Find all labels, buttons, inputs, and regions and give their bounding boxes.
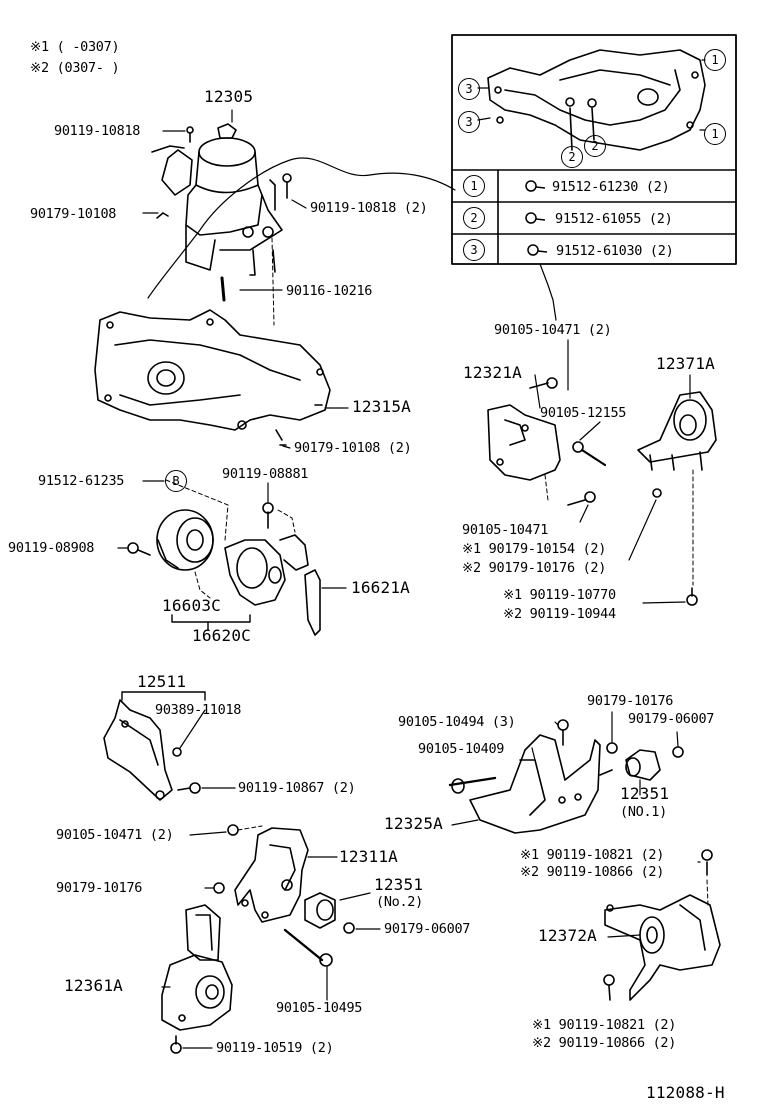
label-90119-10867: 90119-10867 (2)	[238, 780, 356, 796]
label-90105-10471-mid: 90105-10471	[462, 522, 549, 538]
engine-mount-12305-drawing	[151, 123, 292, 326]
drawing-id: 112088-H	[646, 1083, 725, 1102]
label-91512-61235: 91512-61235	[38, 473, 125, 489]
callout-1b: 1	[704, 123, 726, 145]
label-16621A: 16621A	[351, 578, 410, 597]
label-90119-10866-a: ※2 90119-10866 (2)	[520, 864, 665, 880]
callout-3a: 3	[458, 78, 480, 100]
label-90119-10821-b: ※1 90119-10821 (2)	[532, 1017, 677, 1033]
label-90119-10770: ※1 90119-10770	[503, 587, 616, 603]
label-90116-10216: 90116-10216	[286, 283, 373, 299]
bracket-12315A-drawing	[94, 309, 331, 446]
label-90179-10154: ※1 90179-10154 (2)	[462, 541, 607, 557]
label-12351-no2: 12351	[374, 875, 424, 894]
mounts-right-upper-drawing	[487, 377, 717, 606]
label-90389-11018: 90389-11018	[155, 702, 242, 718]
label-90119-08908: 90119-08908	[8, 540, 95, 556]
label-12311A: 12311A	[339, 847, 398, 866]
label-90179-10176-a: ※2 90179-10176 (2)	[462, 560, 607, 576]
callout-B: B	[165, 470, 187, 492]
note-1: ※1 ( -0307)	[30, 39, 120, 55]
mount-12361A-drawing	[161, 904, 233, 1054]
note-2: ※2 (0307- )	[30, 60, 120, 76]
label-90105-10471-top: 90105-10471 (2)	[494, 322, 612, 338]
label-12351-no2-sub: (No.2)	[376, 894, 423, 910]
label-90105-10409: 90105-10409	[418, 741, 505, 757]
bracket-12325A-drawing	[448, 719, 684, 834]
label-90119-10944: ※2 90119-10944	[503, 606, 616, 622]
pulley-assembly-drawing	[127, 479, 321, 636]
label-12315A: 12315A	[352, 397, 411, 416]
label-90179-10108-a: 90179-10108	[30, 206, 117, 222]
label-12361A: 12361A	[64, 976, 123, 995]
callout-2b: 2	[584, 135, 606, 157]
inset-panel	[451, 34, 737, 265]
label-90179-06007-b: 90179-06007	[384, 921, 471, 937]
label-90105-10494: 90105-10494 (3)	[398, 714, 516, 730]
table-row-1-num: 1	[463, 175, 485, 197]
bracket-12511-drawing	[103, 691, 206, 801]
bracket-12311A-drawing	[213, 824, 355, 967]
label-90179-06007-a: 90179-06007	[628, 711, 715, 727]
label-12372A: 12372A	[538, 926, 597, 945]
label-90119-10519: 90119-10519 (2)	[216, 1040, 334, 1056]
leader-lines	[117, 109, 701, 1049]
label-12371A: 12371A	[656, 354, 715, 373]
label-90105-10471-low: 90105-10471 (2)	[56, 827, 174, 843]
label-90119-10866-b: ※2 90119-10866 (2)	[532, 1035, 677, 1051]
label-90179-10176-c: 90179-10176	[56, 880, 143, 896]
callout-1a: 1	[704, 49, 726, 71]
label-16620C: 16620C	[192, 626, 251, 645]
callout-2a: 2	[561, 146, 583, 168]
label-90119-10818-a: 90119-10818	[54, 123, 141, 139]
label-90179-10176-b: 90179-10176	[587, 693, 674, 709]
table-row-2-num: 2	[463, 207, 485, 229]
label-16603C: 16603C	[162, 596, 221, 615]
label-90119-10818-b: 90119-10818 (2)	[310, 200, 428, 216]
label-90119-10821-a: ※1 90119-10821 (2)	[520, 847, 665, 863]
label-12325A: 12325A	[384, 814, 443, 833]
table-row-3-part: 91512-61030 (2)	[556, 243, 674, 259]
table-row-3-num: 3	[463, 239, 485, 261]
label-90105-12155: 90105-12155	[540, 405, 627, 421]
label-12321A: 12321A	[463, 363, 522, 382]
label-90119-08881: 90119-08881	[222, 466, 309, 482]
table-row-2-part: 91512-61055 (2)	[555, 211, 673, 227]
label-12351-no1-sub: (NO.1)	[620, 804, 667, 820]
label-12511: 12511	[137, 672, 187, 691]
callout-3b: 3	[458, 111, 480, 133]
label-90179-10108-b: 90179-10108 (2)	[294, 440, 412, 456]
label-90105-10495: 90105-10495	[276, 1000, 363, 1016]
table-row-1-part: 91512-61230 (2)	[552, 179, 670, 195]
label-12351-no1: 12351	[620, 784, 670, 803]
label-12305: 12305	[204, 87, 254, 106]
